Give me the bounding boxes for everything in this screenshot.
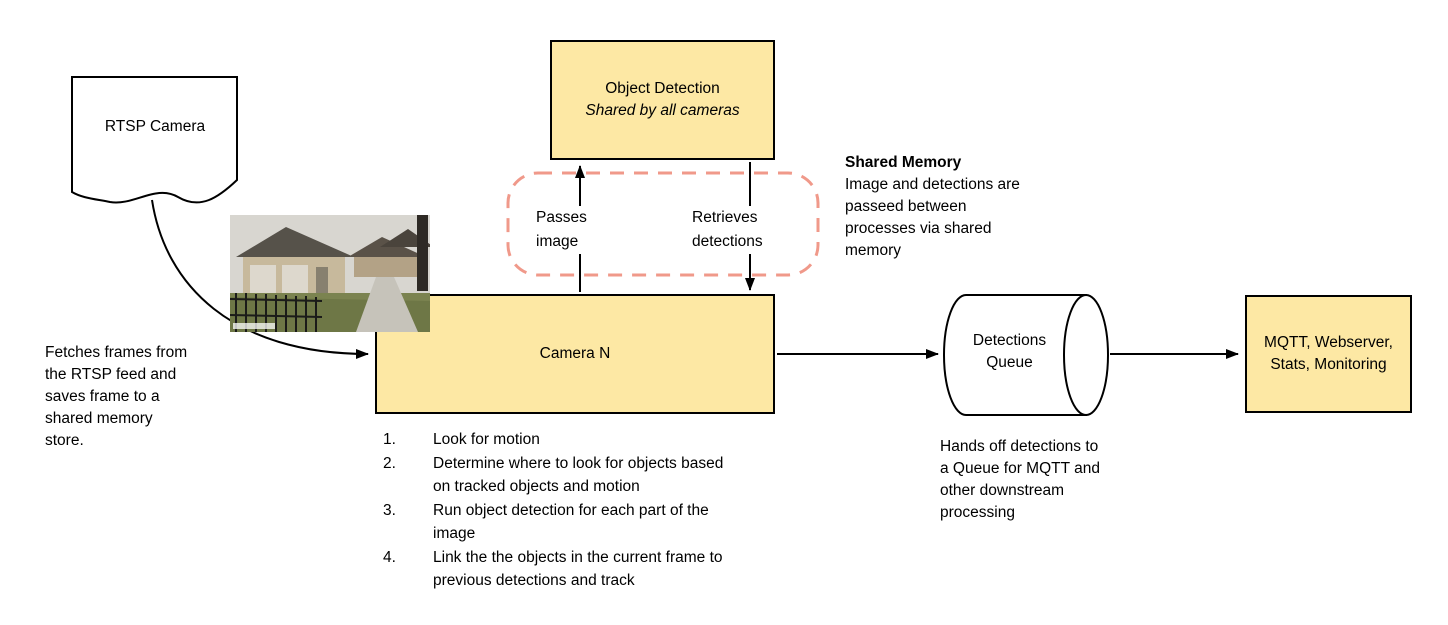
rtsp-camera-label: RTSP Camera [104, 118, 206, 135]
retrieves-detections-label: Retrieves detections [692, 206, 778, 254]
step-number: 3. [383, 502, 396, 519]
camera-step: 3. Run object detection for each part of… [383, 499, 733, 545]
snapshot-bg-house [354, 257, 420, 277]
camera-steps-list: 1. Look for motion 2. Determine where to… [383, 428, 733, 593]
snapshot-roof [236, 227, 354, 257]
object-detection-node: Object Detection Shared by all cameras [550, 40, 775, 160]
step-text: Link the the objects in the current fram… [433, 549, 723, 589]
snapshot-garage-door [282, 265, 308, 293]
fetch-note: Fetches frames from the RTSP feed and sa… [45, 344, 188, 449]
outputs-label: MQTT, Webserver, Stats, Monitoring [1264, 334, 1393, 373]
shared-memory-note-title: Shared Memory [845, 154, 962, 171]
camera-n-label: Camera N [539, 345, 611, 362]
passes-image-label: Passes image [536, 206, 594, 254]
shared-memory-note-body: Image and detections are passeed between… [845, 176, 1020, 259]
detections-queue-label: Detections Queue [972, 332, 1047, 371]
snapshot-door [316, 267, 328, 293]
shared-memory-note: Shared Memory Image and detections are p… [845, 152, 1023, 262]
step-number: 4. [383, 549, 396, 566]
object-detection-subtitle: Shared by all cameras [585, 102, 740, 119]
step-number: 1. [383, 431, 396, 448]
step-text: Determine where to look for objects base… [433, 455, 724, 495]
snapshot-porch-column [417, 215, 428, 291]
camera-step: 4. Link the the objects in the current f… [383, 546, 733, 592]
camera-step: 1. Look for motion [383, 428, 733, 451]
step-text: Run object detection for each part of th… [433, 502, 709, 542]
snapshot-timestamp-overlay [233, 323, 275, 329]
step-number: 2. [383, 455, 396, 472]
object-detection-title: Object Detection [605, 80, 720, 97]
snapshot-garage-door [250, 265, 276, 293]
camera-step: 2. Determine where to look for objects b… [383, 452, 733, 498]
snapshot-sidewalk [356, 277, 418, 332]
camera-snapshot-art [229, 215, 434, 332]
outputs-node: MQTT, Webserver, Stats, Monitoring [1245, 295, 1412, 413]
queue-note: Hands off detections to a Queue for MQTT… [940, 438, 1100, 521]
step-text: Look for motion [433, 431, 540, 448]
camera-snapshot-image [229, 215, 434, 332]
camera-n-node: Camera N [375, 294, 775, 414]
